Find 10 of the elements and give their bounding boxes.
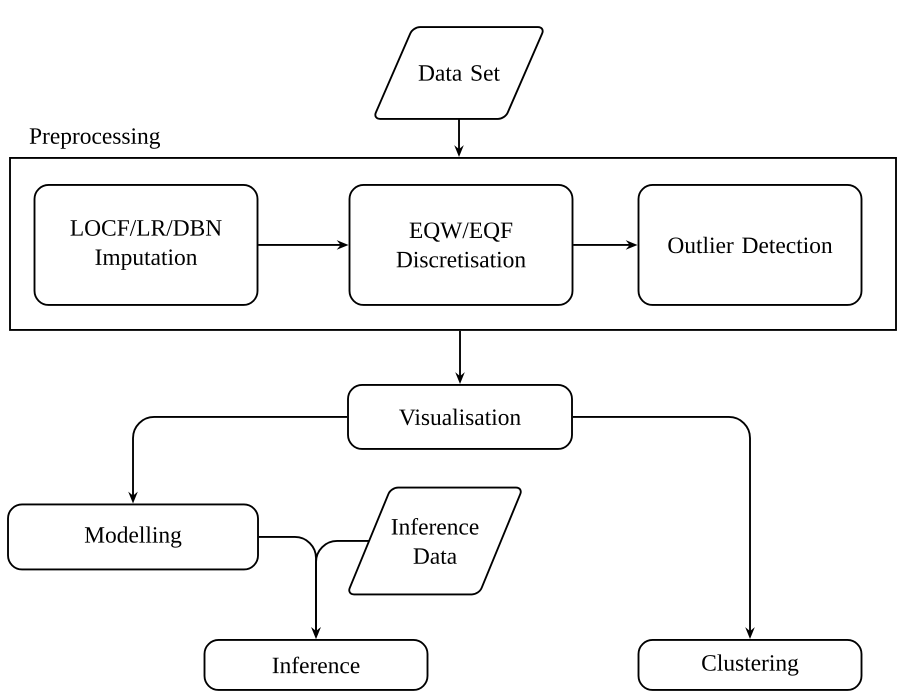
process-box: Clustering — [638, 639, 862, 691]
process-box: Outlier Detection — [638, 184, 862, 306]
data-parallelogram: Inference Data — [348, 486, 522, 596]
node-label: Preprocessing — [30, 128, 160, 149]
process-box: Inference — [204, 639, 428, 691]
process-box: EQW/EQF Discretisation — [348, 184, 574, 306]
process-box: Modelling — [7, 504, 259, 570]
process-box: LOCF/LR/DBN Imputation — [34, 184, 258, 306]
data-parallelogram: Data Set — [374, 26, 544, 120]
process-box: Visualisation — [347, 384, 573, 450]
